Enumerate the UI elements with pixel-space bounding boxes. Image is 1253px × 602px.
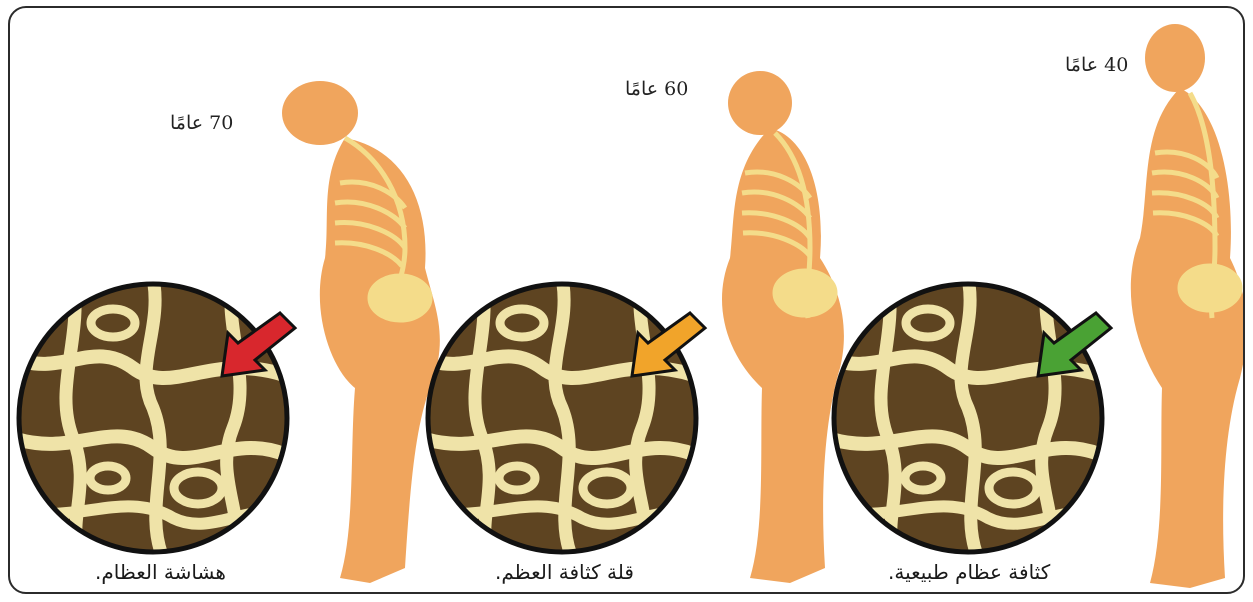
bone-circle-normal xyxy=(828,278,1108,558)
age-label-70: 70 عامًا xyxy=(170,112,233,134)
figure-70-years xyxy=(282,81,440,583)
figure-60-years xyxy=(722,71,844,583)
bone-circle-osteoporosis xyxy=(13,278,293,558)
age-label-60: 60 عامًا xyxy=(625,78,688,100)
age-label-40: 40 عامًا xyxy=(1065,54,1128,76)
diagram-frame: 40 عامًا 60 عامًا 70 عامًا كثافة عظام طب… xyxy=(8,6,1245,594)
caption-osteoporosis: هشاشة العظام. xyxy=(95,560,226,584)
caption-normal: كثافة عظام طبيعية. xyxy=(888,560,1050,584)
bone-circle-osteopenia xyxy=(422,278,702,558)
caption-osteopenia: قلة كثافة العظم. xyxy=(495,560,634,584)
